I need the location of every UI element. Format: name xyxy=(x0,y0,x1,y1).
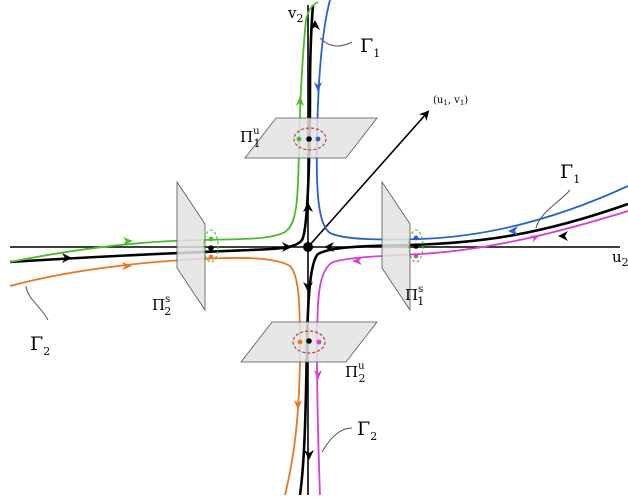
plane-pi1s-surface xyxy=(381,180,411,312)
pi2u-point-magenta xyxy=(316,339,322,345)
plane-pi1s-ring xyxy=(408,229,424,263)
gamma2-bottom-pointer xyxy=(321,427,353,453)
magenta-arrow-3 xyxy=(352,257,362,265)
plane-pi1u-ring xyxy=(293,127,327,151)
black-orbit-lower xyxy=(298,202,628,496)
black-orbit-upper xyxy=(9,4,315,264)
plane-pi2u xyxy=(240,321,378,363)
pi1s-point-black xyxy=(413,243,419,249)
plane-pi2s-surface xyxy=(176,180,206,312)
orange-orbit xyxy=(9,257,301,496)
diagonal-axis xyxy=(307,110,430,248)
pi1u-point-black xyxy=(306,136,312,142)
orange-arrow-1 xyxy=(122,262,132,270)
magenta-arrow-1 xyxy=(530,235,540,243)
pi1s-point-magenta xyxy=(413,253,419,259)
green-arrow-1 xyxy=(123,237,133,245)
pi2s-point-black xyxy=(208,245,214,251)
plane-pi1s xyxy=(381,180,424,312)
magenta-orbit xyxy=(316,210,628,496)
plane-pi2u-ring xyxy=(292,330,326,354)
pi1u-point-blue xyxy=(315,136,321,142)
v2-axis-label: v2 xyxy=(287,4,303,25)
pi1s-point-blue xyxy=(413,235,419,241)
pi2u-point-black xyxy=(306,338,312,344)
green-arrow-2 xyxy=(296,96,304,106)
gamma2-left-pointer xyxy=(25,285,49,321)
plane-pi1u xyxy=(244,117,378,159)
gamma2-left-label: Γ2 xyxy=(30,333,50,358)
green-orbit xyxy=(9,1,319,263)
u2-axis-label: u2 xyxy=(612,248,628,269)
pi2s-point-orange xyxy=(208,254,214,260)
equilibrium-point xyxy=(303,242,313,252)
gamma1-top-pointer xyxy=(319,37,353,47)
magenta-arrow-2 xyxy=(314,370,322,380)
pi2s-point-green xyxy=(208,236,214,242)
arrow-bottom-v2 xyxy=(304,450,314,460)
diag-axis-label: (u1, v1) xyxy=(433,95,468,107)
gamma1-right-pointer xyxy=(535,189,571,229)
gamma1-top-label: Γ1 xyxy=(360,35,380,60)
plane-pi2s-ring xyxy=(203,229,219,263)
pi2u-point-orange xyxy=(297,339,303,345)
blue-arrow-2 xyxy=(508,226,518,236)
plane-pi2s xyxy=(176,180,219,312)
pi1u-point-green xyxy=(296,136,302,142)
orange-arrow-2 xyxy=(294,400,302,410)
arrow-right-u2 xyxy=(558,231,568,241)
label-pointers xyxy=(25,37,571,453)
blue-arrow-1 xyxy=(314,82,322,92)
gamma2-bottom-label: Γ2 xyxy=(357,418,377,443)
gamma1-right-label: Γ1 xyxy=(560,161,580,186)
